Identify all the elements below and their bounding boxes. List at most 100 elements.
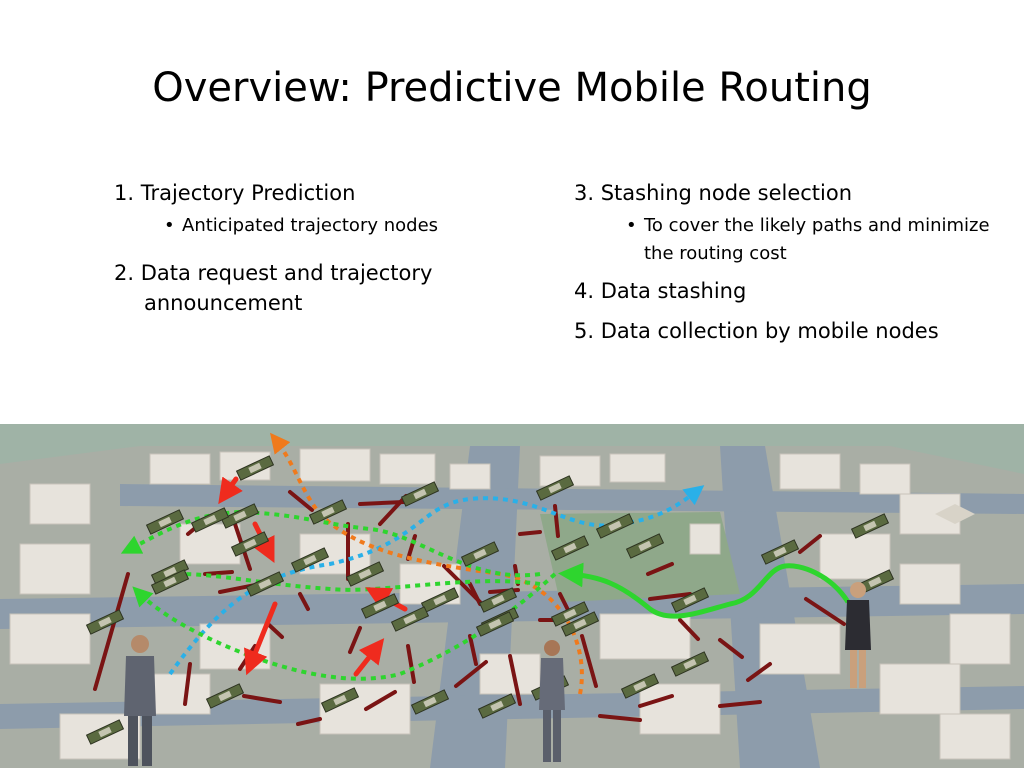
- person-icon: [539, 640, 565, 762]
- list-item-data-stashing: 4. Data stashing: [574, 279, 747, 303]
- building: [859, 463, 911, 495]
- building: [899, 563, 961, 605]
- sub-item-text: Anticipated trajectory nodes: [182, 215, 439, 236]
- building: [149, 673, 211, 715]
- sensor-node-icon: [550, 535, 590, 561]
- sensor-node-icon: [150, 569, 190, 595]
- street-sign: [935, 504, 975, 524]
- sensor-node-icon: [308, 499, 348, 525]
- sensor-link: [598, 714, 642, 722]
- sensor-node-icon: [535, 475, 575, 501]
- sensor-node-icon: [460, 541, 500, 567]
- sensor-node-icon: [85, 719, 125, 745]
- slide-title: Overview: Predictive Mobile Routing: [152, 65, 872, 111]
- sensor-link: [358, 500, 406, 506]
- sensor-link: [183, 662, 192, 706]
- building: [819, 533, 891, 580]
- building: [449, 463, 491, 490]
- sensor-link: [266, 622, 284, 639]
- sensor-link: [454, 660, 488, 688]
- sensor-node-icon: [345, 561, 385, 587]
- sensor-link: [298, 592, 310, 611]
- sensor-node-icon: [360, 593, 400, 619]
- right-column: 3. Stashing node selection • To cover th…: [574, 178, 1004, 346]
- sensor-node-icon: [245, 571, 285, 597]
- sensor-link: [296, 717, 322, 726]
- green-solid-trajectory: [558, 562, 851, 619]
- sensor-node-icon: [850, 513, 890, 539]
- building: [9, 613, 91, 665]
- building: [949, 613, 1011, 665]
- sensor-node-icon: [220, 503, 260, 529]
- sensor-link: [718, 700, 762, 708]
- sensor-link: [406, 644, 416, 684]
- sensor-node-icon: [760, 539, 800, 565]
- building: [379, 453, 436, 485]
- sensor-link: [518, 530, 542, 536]
- building: [29, 483, 91, 525]
- sensor-node-icon: [477, 693, 517, 719]
- building: [59, 713, 141, 760]
- sensor-link: [678, 618, 700, 641]
- sensor-node-icon: [230, 531, 270, 557]
- sensor-node-icon: [400, 481, 440, 507]
- sensor-link: [804, 597, 846, 626]
- building: [179, 523, 241, 565]
- sensor-links: [93, 490, 846, 746]
- sensor-link: [288, 490, 314, 512]
- sensor-node-icon: [550, 601, 590, 627]
- sensor-link: [580, 634, 598, 688]
- sensor-node-icon: [145, 509, 185, 535]
- building: [599, 613, 691, 660]
- sensor-node-icon: [205, 683, 245, 709]
- list-item-stashing-selection: 3. Stashing node selection: [574, 181, 853, 205]
- green-dotted-path-middle: [179, 572, 541, 592]
- sensor-link: [93, 572, 130, 691]
- sensor-node-icon: [85, 609, 125, 635]
- sensor-link: [746, 662, 772, 682]
- left-column: 1. Trajectory Prediction • Anticipated t…: [114, 178, 534, 318]
- sensor-node-icon: [290, 547, 330, 573]
- sensor-link: [468, 582, 482, 606]
- sensor-link: [648, 592, 692, 601]
- sensor-node-icon: [560, 611, 600, 637]
- building: [299, 448, 371, 482]
- bullet-icon: •: [626, 215, 637, 236]
- person-icon: [124, 635, 156, 766]
- building: [759, 623, 841, 675]
- building: [939, 713, 1011, 760]
- building: [879, 663, 961, 715]
- bullet-icon: •: [164, 215, 175, 236]
- building: [779, 453, 841, 490]
- sensor-link: [553, 504, 560, 538]
- building: [19, 543, 91, 595]
- sensor-node-icon: [475, 611, 515, 637]
- sub-item-cover-paths: • To cover the likely paths and minimize…: [626, 212, 1004, 268]
- sensor-node-icon: [620, 673, 660, 699]
- city-network-illustration: [0, 424, 1024, 768]
- sensor-node-icon: [235, 455, 275, 481]
- sensor-link: [638, 694, 674, 708]
- sensor-node-icon: [478, 587, 518, 613]
- sensor-node-icon: [670, 587, 710, 613]
- building: [639, 683, 721, 735]
- sensor-link: [798, 534, 822, 554]
- sensor-node-icon: [595, 513, 635, 539]
- sensor-link: [364, 690, 397, 711]
- sensor-node-icon: [625, 533, 665, 559]
- sensor-nodes: [85, 455, 895, 745]
- sensor-node-icon: [670, 651, 710, 677]
- sensor-link: [646, 562, 674, 576]
- person-icon: [845, 582, 871, 688]
- building: [689, 523, 721, 555]
- sensor-link: [468, 634, 478, 666]
- sub-item-text: To cover the likely paths and minimize t…: [644, 215, 990, 264]
- list-item-data-collection: 5. Data collection by mobile nodes: [574, 319, 939, 343]
- sensor-link: [242, 694, 282, 704]
- sensor-node-icon: [190, 507, 230, 533]
- sensor-node-icon: [320, 687, 360, 713]
- sensor-node-icon: [410, 689, 450, 715]
- list-item-trajectory-prediction: 1. Trajectory Prediction: [114, 181, 356, 205]
- sensor-link: [406, 534, 417, 561]
- list-item-data-request: 2. Data request and trajectory announcem…: [114, 261, 433, 315]
